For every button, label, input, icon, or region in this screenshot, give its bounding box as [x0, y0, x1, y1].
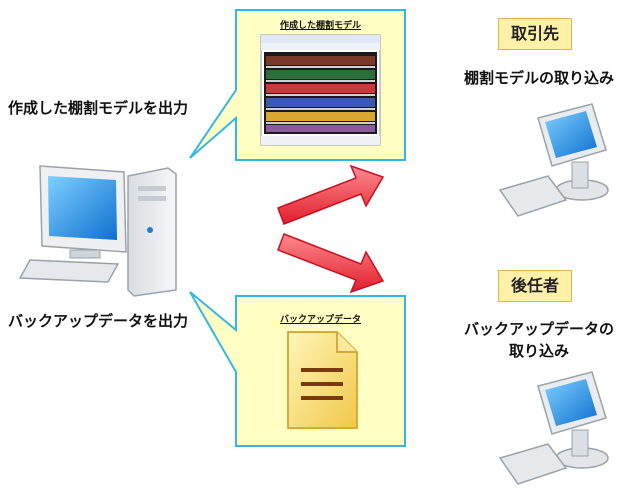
successor-role-badge: 後任者 — [498, 270, 572, 302]
model-callout-title-text: 作成した棚割モデル — [279, 21, 361, 31]
backup-callout-title-text: バックアップデータ — [279, 315, 361, 325]
export-backup-label: バックアップデータを出力 — [8, 312, 189, 330]
arrow-to-successor — [277, 233, 385, 294]
client-role-badge: 取引先 — [498, 18, 572, 50]
successor-computer-icon — [498, 371, 609, 485]
arrow-to-client — [277, 164, 385, 225]
client-action-label: 棚割モデルの取り込み — [463, 69, 614, 87]
model-callout-title: 作成した棚割モデル — [261, 18, 380, 31]
document-icon — [287, 331, 358, 429]
planogram-screenshot — [260, 34, 381, 146]
successor-action-line2: 取り込み — [508, 342, 569, 360]
client-computer-icon — [498, 103, 609, 217]
desktop-computer-icon — [18, 165, 177, 297]
export-model-label: 作成した棚割モデルを出力 — [8, 99, 189, 117]
successor-action-line1: バックアップデータの — [463, 320, 614, 338]
backup-callout-title: バックアップデータ — [261, 312, 380, 325]
